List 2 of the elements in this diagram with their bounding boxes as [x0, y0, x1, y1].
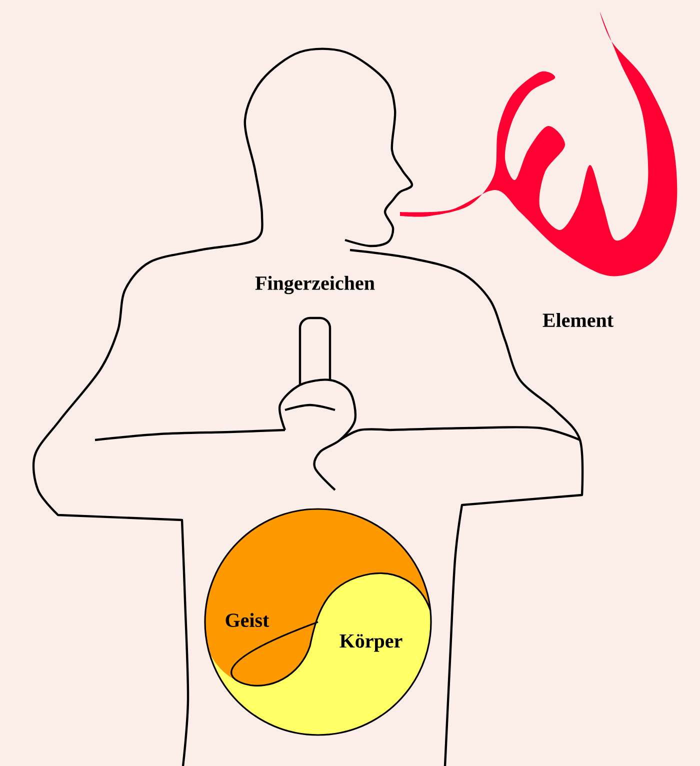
element-label: Element — [542, 312, 614, 328]
hand-sign-label: Fingerzeichen — [255, 276, 375, 294]
